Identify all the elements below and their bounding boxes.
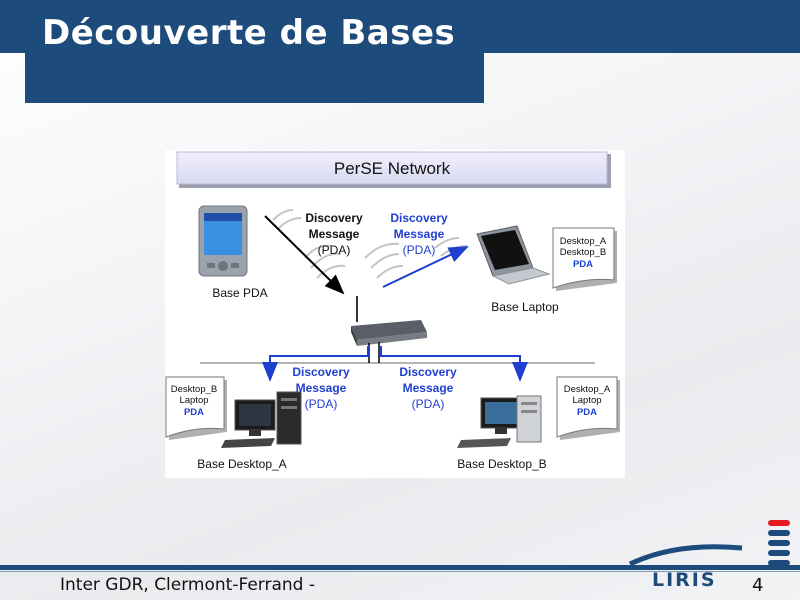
diagram-header: PerSE Network (176, 151, 611, 188)
discovery-message-2: Discovery Message (PDA) (390, 211, 448, 257)
node-label-desktop-b: Base Desktop_B (457, 457, 546, 471)
svg-text:Message: Message (394, 227, 445, 241)
desktop-b-icon (457, 395, 542, 448)
svg-text:Message: Message (403, 381, 454, 395)
svg-text:Laptop: Laptop (179, 395, 208, 406)
perse-network-diagram: PerSE Network (165, 150, 625, 478)
liris-logo: LIRIS (626, 518, 800, 598)
arrow-router-to-desktop-b (380, 346, 528, 382)
arrow-pda-to-router (264, 215, 345, 295)
svg-text:Desktop_B: Desktop_B (171, 384, 217, 395)
svg-text:PDA: PDA (184, 407, 204, 418)
footer-rule-thin (0, 571, 800, 572)
logo-stack-icon (768, 520, 790, 566)
svg-text:Discovery: Discovery (390, 211, 448, 225)
svg-text:(PDA): (PDA) (318, 243, 351, 257)
node-label-laptop: Base Laptop (491, 300, 559, 314)
diagram-header-label: PerSE Network (334, 159, 451, 178)
doc-note-desktop-a: Desktop_B Laptop PDA (165, 376, 227, 440)
pda-icon (198, 205, 248, 277)
discovery-message-1: Discovery Message (PDA) (305, 211, 363, 257)
wireless-waves-icon (272, 209, 468, 279)
svg-text:Laptop: Laptop (572, 395, 601, 406)
page-number: 4 (752, 575, 764, 596)
svg-text:Discovery: Discovery (399, 365, 457, 379)
svg-text:(PDA): (PDA) (403, 243, 436, 257)
svg-text:Discovery: Discovery (305, 211, 363, 225)
svg-text:Desktop_A: Desktop_A (560, 236, 607, 247)
arrow-router-to-laptop (382, 246, 469, 288)
svg-text:Desktop_A: Desktop_A (564, 384, 611, 395)
discovery-message-3: Discovery Message (PDA) (292, 365, 350, 411)
title-box (25, 0, 484, 103)
footer-rule (0, 565, 800, 570)
slide-title: Découverte de Bases (42, 13, 456, 53)
node-label-pda: Base PDA (212, 286, 267, 300)
node-label-desktop-a: Base Desktop_A (197, 457, 286, 471)
doc-note-desktop-b: Desktop_A Laptop PDA (556, 376, 620, 440)
logo-text: LIRIS (652, 569, 717, 591)
svg-text:Message: Message (309, 227, 360, 241)
svg-text:(PDA): (PDA) (305, 397, 338, 411)
laptop-icon (476, 225, 551, 285)
svg-text:PDA: PDA (573, 259, 593, 270)
svg-text:(PDA): (PDA) (412, 397, 445, 411)
doc-note-laptop: Desktop_A Desktop_B PDA (552, 227, 617, 291)
svg-text:Desktop_B: Desktop_B (560, 247, 606, 258)
svg-text:Discovery: Discovery (292, 365, 350, 379)
arrow-router-to-desktop-a (262, 346, 369, 382)
discovery-message-4: Discovery Message (PDA) (399, 365, 457, 411)
svg-text:Message: Message (296, 381, 347, 395)
svg-text:PDA: PDA (577, 407, 597, 418)
footer-text: Inter GDR, Clermont-Ferrand - (60, 575, 315, 595)
router-icon (351, 296, 427, 363)
desktop-a-icon (221, 391, 302, 448)
